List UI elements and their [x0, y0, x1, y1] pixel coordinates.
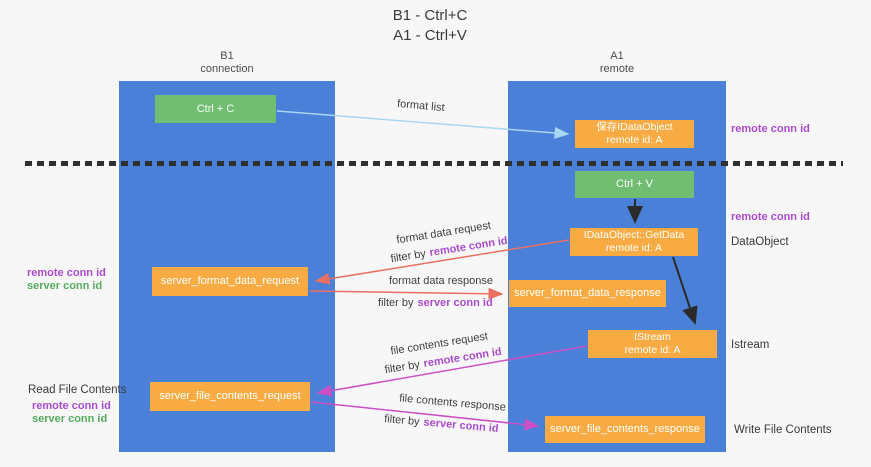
lane-header-b1: B1 connection	[119, 50, 335, 76]
server-format-data-response-box: server_format_data_response	[509, 280, 666, 307]
lane-b1-role: connection	[200, 63, 254, 75]
right-remote-conn-id-label-1: remote conn id	[731, 123, 810, 135]
ctrl-v-label: Ctrl + V	[616, 178, 653, 190]
filter-by-text-2: filter by	[378, 297, 414, 309]
title-line-2: A1 - Ctrl+V	[393, 27, 467, 44]
clipboard-boundary-line	[25, 161, 843, 166]
format-list-label: format list	[396, 97, 446, 115]
left-server-conn-id-label-2: server conn id	[32, 413, 108, 425]
left-remote-conn-id-label-2: remote conn id	[32, 400, 111, 412]
server-conn-id-inline-2: server conn id	[423, 416, 499, 435]
left-server-conn-id-label-1: server conn id	[27, 280, 103, 292]
istream-box: IStream remote id: A	[588, 330, 717, 358]
ctrl-c-box: Ctrl + C	[155, 95, 276, 123]
save-idataobject-line1: 保存IDataObject	[596, 121, 673, 133]
lane-b1-name: B1	[220, 50, 234, 62]
lane-header-a1: A1 remote	[508, 50, 726, 76]
lane-a1-name: A1	[610, 50, 624, 62]
istream-side-label: Istream	[731, 339, 770, 351]
format-data-response-label: format data response	[389, 275, 493, 287]
ctrl-c-label: Ctrl + C	[196, 102, 235, 115]
save-idataobject-line2: remote id: A	[606, 134, 663, 146]
server-format-data-response-label: server_format_data_response	[514, 287, 661, 299]
filter-by-text-1: filter by	[389, 247, 427, 266]
idataobject-getdata-line1: IDataObject::GetData	[583, 229, 685, 241]
write-file-contents-label: Write File Contents	[734, 424, 832, 436]
server-file-contents-response-box: server_file_contents_response	[545, 416, 705, 443]
ctrl-v-box: Ctrl + V	[575, 171, 694, 198]
file-contents-response-label: file contents response	[398, 392, 507, 414]
server-file-contents-response-label: server_file_contents_response	[550, 423, 700, 435]
server-format-data-request-box: server_format_data_request	[152, 267, 308, 296]
diagram-title: B1 - Ctrl+C A1 - Ctrl+V	[0, 6, 860, 46]
lane-a1-role: remote	[599, 63, 635, 75]
idataobject-getdata-line2: remote id: A	[605, 242, 663, 254]
dataobject-label: DataObject	[731, 236, 789, 248]
format-data-response-arrow	[309, 287, 504, 300]
save-idataobject-box: 保存IDataObject remote id: A	[575, 120, 694, 148]
server-file-contents-request-box: server_file_contents_request	[150, 382, 310, 411]
filter-by-text-4: filter by	[383, 413, 421, 429]
title-line-1: B1 - Ctrl+C	[392, 7, 468, 24]
filter-by-text-3: filter by	[383, 358, 421, 377]
istream-line1: IStream	[634, 331, 671, 343]
server-conn-id-inline-1: server conn id	[417, 297, 493, 309]
left-remote-conn-id-label-1: remote conn id	[27, 267, 106, 279]
read-file-contents-label: Read File Contents	[28, 384, 127, 396]
server-file-contents-request-label: server_file_contents_request	[159, 390, 301, 402]
idataobject-getdata-box: IDataObject::GetData remote id: A	[570, 228, 698, 256]
server-format-data-request-label: server_format_data_request	[160, 275, 300, 287]
istream-line2: remote id: A	[624, 344, 681, 356]
right-remote-conn-id-label-2: remote conn id	[731, 211, 810, 223]
